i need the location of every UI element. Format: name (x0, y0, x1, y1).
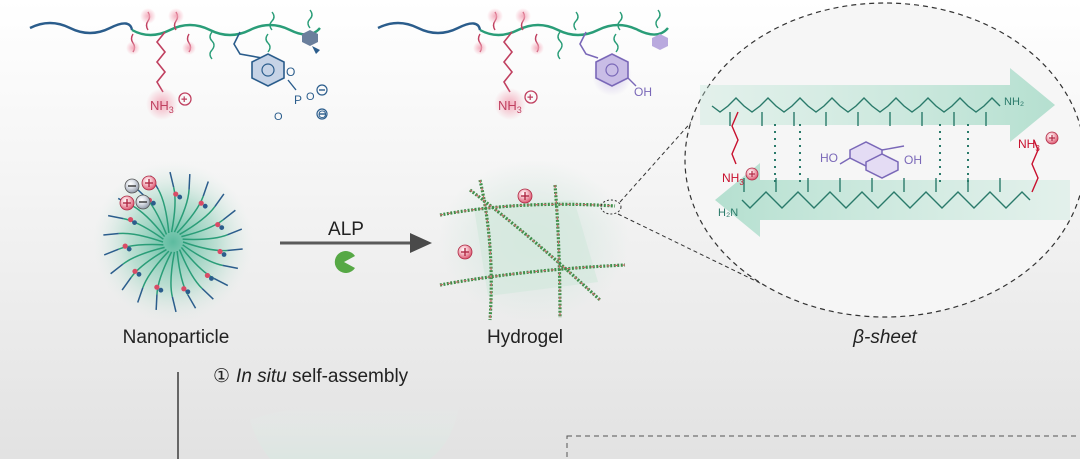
nh3-label: NH (150, 98, 169, 113)
negative-charge-icon (316, 108, 328, 120)
step-number: ① (213, 366, 230, 387)
svg-text:NH3: NH3 (1018, 137, 1040, 153)
svg-text:O: O (286, 65, 295, 79)
step-italic: In situ (236, 366, 287, 387)
beta-sheet-zoom: HO OH NH3 NH3 NH₂ H₂N (684, 2, 1080, 318)
funnel-shape (250, 400, 460, 459)
nanoparticle-label: Nanoparticle (123, 327, 230, 348)
svg-text:HO: HO (820, 151, 838, 165)
svg-text:OH: OH (904, 153, 922, 167)
positive-charge-icon (524, 90, 538, 104)
svg-text:+: + (527, 92, 533, 104)
svg-text:OH: OH (634, 85, 652, 99)
svg-text:NH3: NH3 (722, 171, 744, 187)
hydrogel-illustration (439, 160, 629, 321)
svg-text:NH3: NH3 (150, 98, 174, 115)
svg-text:O: O (274, 111, 283, 123)
next-panel-frame (566, 435, 1080, 459)
svg-text:O: O (318, 109, 327, 121)
svg-text:NH3: NH3 (498, 98, 522, 115)
nanoparticle-illustration (93, 162, 253, 322)
svg-text:H₂N: H₂N (718, 207, 738, 219)
positive-charge-icon (178, 92, 192, 106)
svg-text:P: P (294, 93, 302, 107)
polymer-chain-dephosphorylated: NH3 + OH (377, 8, 669, 120)
svg-text:+: + (181, 94, 187, 106)
hydrogel-label: Hydrogel (487, 327, 563, 348)
negative-charge-icon (316, 84, 328, 96)
beta-sheet-label: β-sheet (852, 327, 917, 348)
svg-text:O: O (306, 91, 315, 103)
svg-text:NH₂: NH₂ (1004, 96, 1024, 108)
polymer-chain-phosphorylated: NH3 + O P O O O (29, 8, 328, 123)
alp-reaction-arrow: ALP (280, 219, 432, 274)
alp-label: ALP (328, 219, 364, 240)
enzyme-pacman-icon (334, 251, 355, 274)
step-rest: self-assembly (287, 366, 409, 387)
step-1-label: ① In situ self-assembly (213, 366, 409, 387)
